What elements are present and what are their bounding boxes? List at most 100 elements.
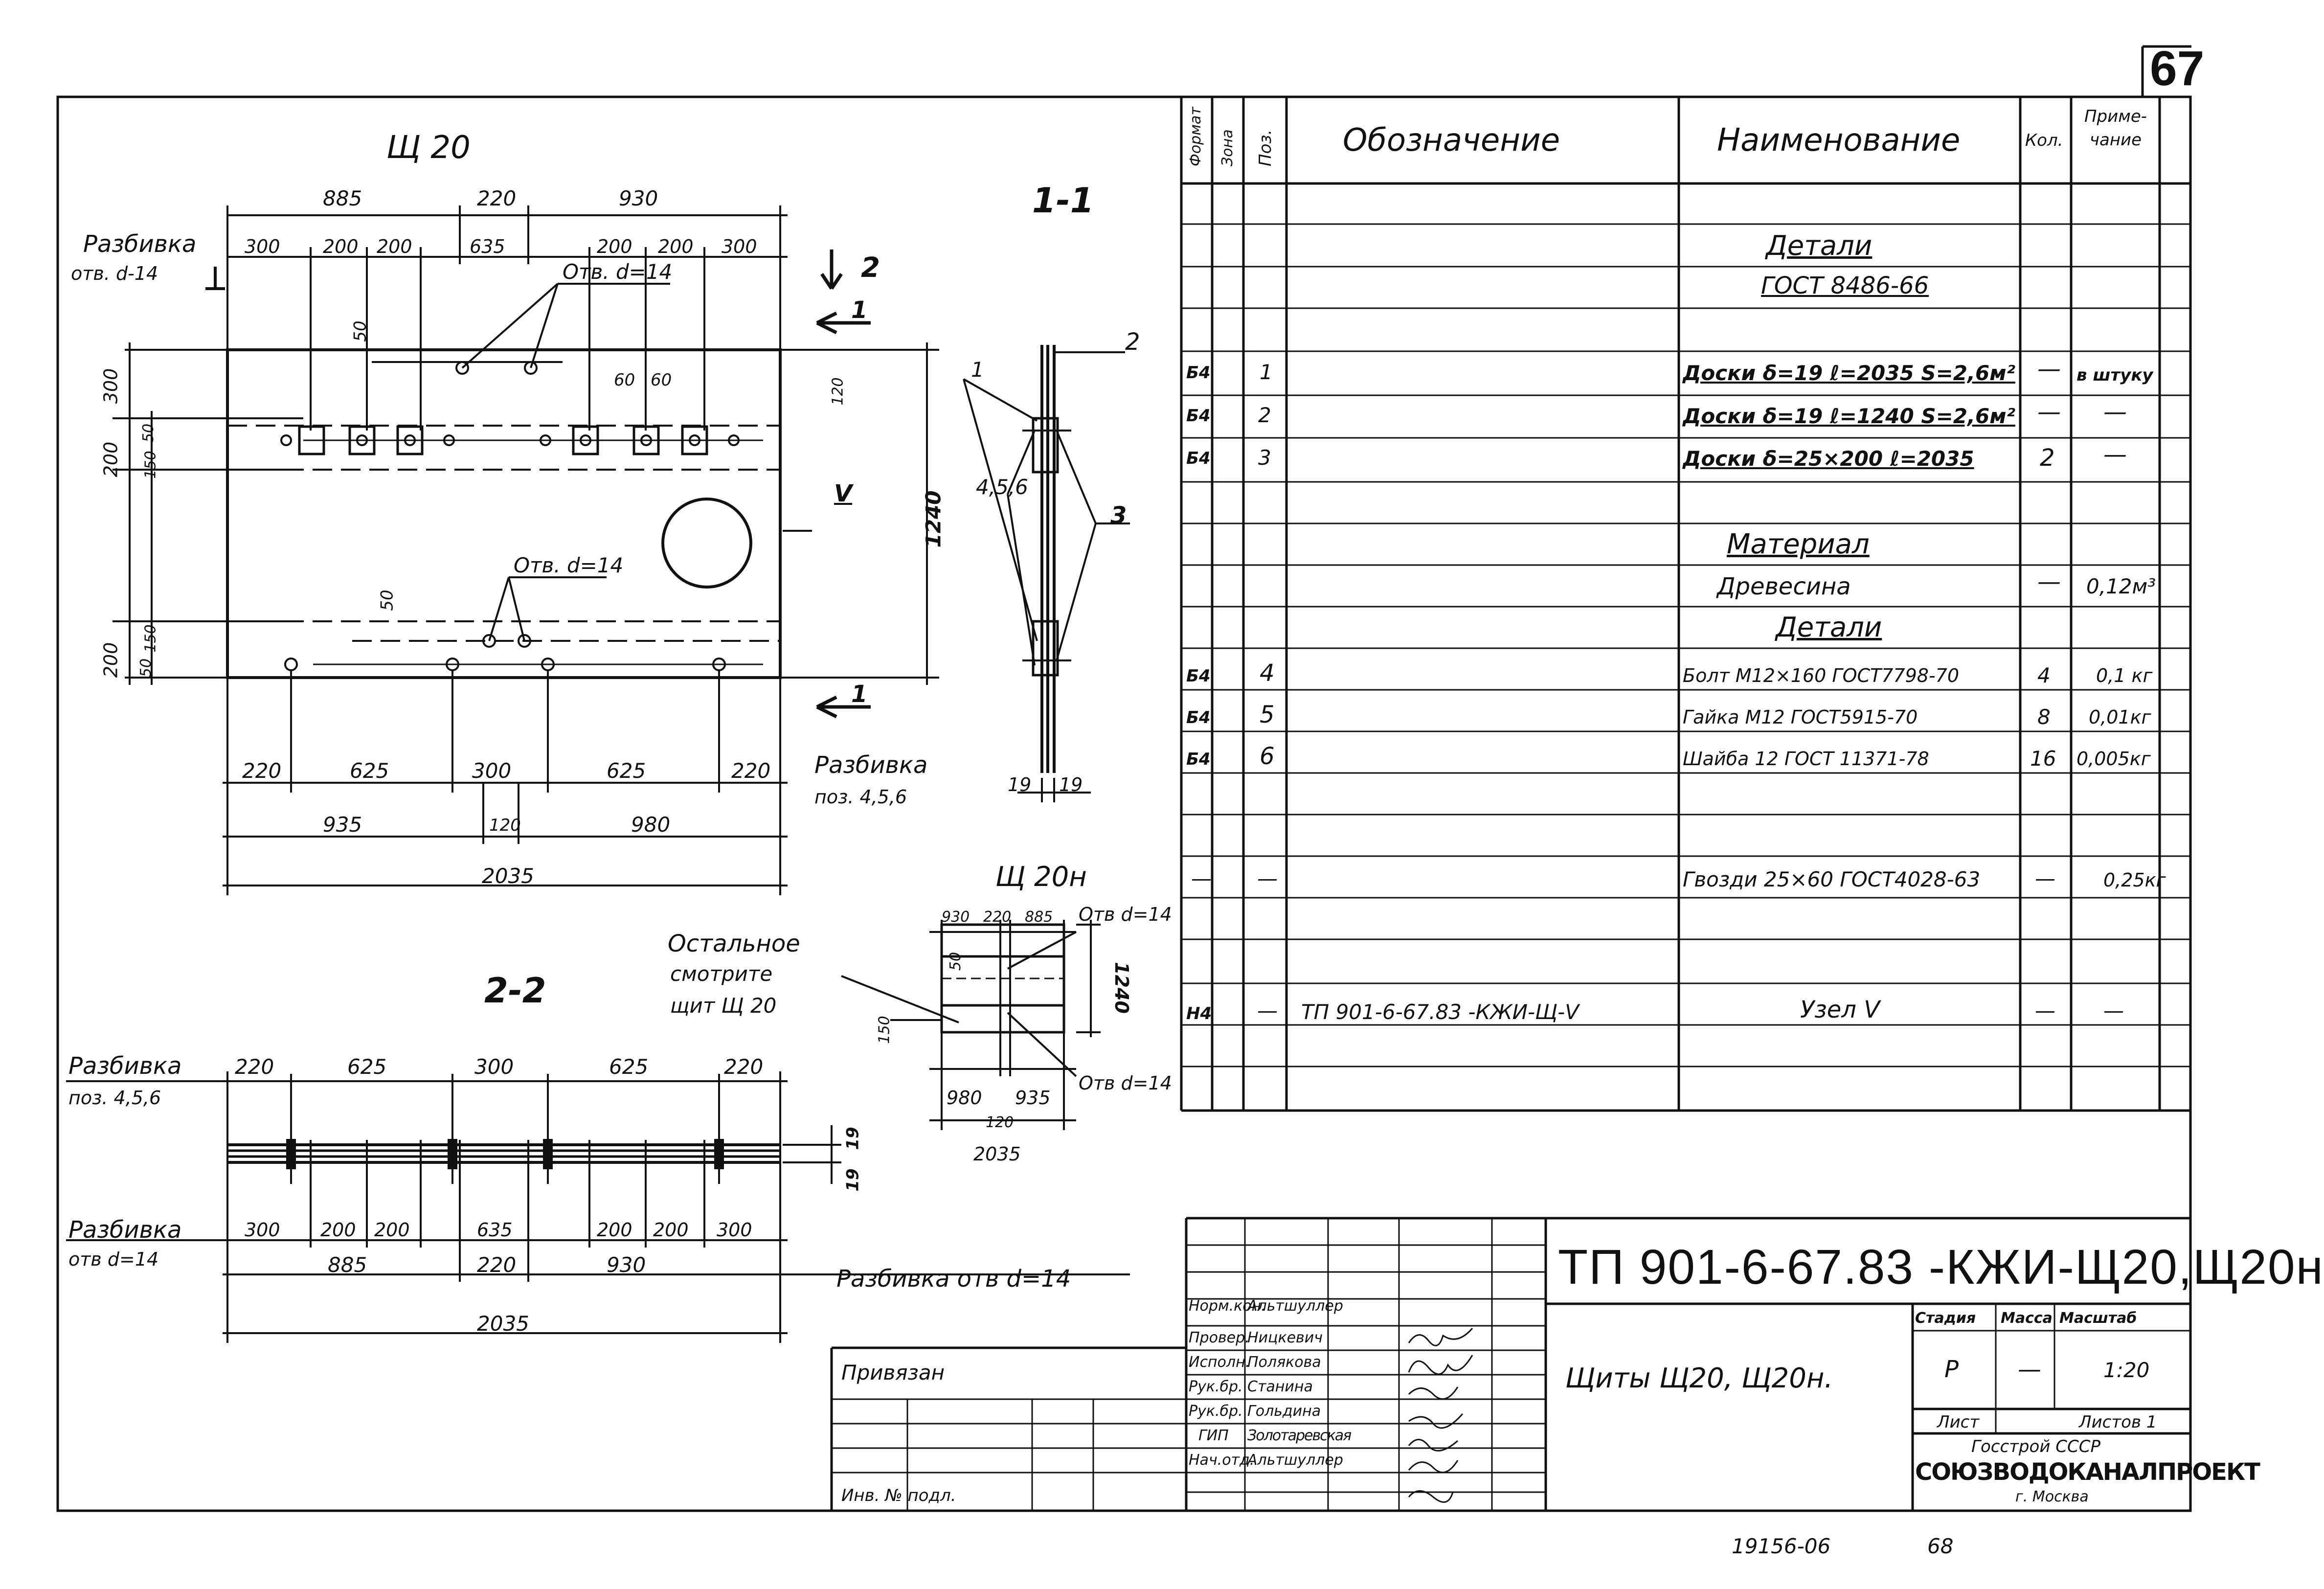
tb-org2: СОЮЗВОДОКАНАЛПРОЕКТ bbox=[1915, 1458, 2260, 1486]
dim-v120: 120 bbox=[829, 377, 847, 406]
sec22-r3-885: 885 bbox=[328, 1253, 367, 1277]
spec-row-qty: — bbox=[2037, 568, 2061, 595]
spec-row-name: Материал bbox=[1727, 528, 1870, 560]
small-otv-b: Отв d=14 bbox=[1079, 1072, 1172, 1094]
spec-header-name: Наименование bbox=[1717, 122, 1961, 159]
spec-row-note: 0,005кг bbox=[2076, 748, 2151, 770]
sec22-r2-200b: 200 bbox=[374, 1219, 410, 1241]
dim-v200b: 200 bbox=[100, 642, 122, 678]
spec-row-qty: 4 bbox=[2037, 663, 2051, 687]
spec-row-designation: ТП 901-6-67.83 -КЖИ-Щ-V bbox=[1301, 1000, 1579, 1024]
spec-row-fmt: Б4 bbox=[1186, 708, 1211, 727]
tb-person: Альтшуллер bbox=[1247, 1452, 1343, 1469]
sec22-razbivka2: Разбивка bbox=[68, 1216, 182, 1244]
spec-row-name: Детали bbox=[1766, 230, 1873, 262]
spec-row-pos: — bbox=[1257, 999, 1278, 1022]
tb-mass: — bbox=[2018, 1356, 2041, 1383]
small-top-220: 220 bbox=[983, 908, 1012, 926]
spec-header-format: Формат bbox=[1187, 107, 1204, 166]
view-title-sch20n: Щ 20н bbox=[995, 861, 1087, 893]
small-v50: 50 bbox=[947, 952, 965, 971]
section-mark-1a: 1 bbox=[851, 296, 868, 324]
spec-row-pos: 2 bbox=[1258, 403, 1271, 427]
sec22-r2-200d: 200 bbox=[653, 1219, 689, 1241]
dim-b220b: 220 bbox=[731, 759, 771, 783]
dim-220: 220 bbox=[477, 186, 517, 210]
section-mark-1b: 1 bbox=[851, 681, 868, 708]
see-text-1: Остальное bbox=[668, 930, 800, 957]
otv-label-a: Отв. d=14 bbox=[563, 260, 673, 284]
spec-header-pos: Поз. bbox=[1256, 129, 1275, 166]
dim-930: 930 bbox=[619, 186, 658, 210]
dim-200d: 200 bbox=[658, 236, 694, 257]
spec-row-fmt: Б4 bbox=[1186, 749, 1211, 769]
spec-row-name: Гвозди 25×60 ГОСТ4028-63 bbox=[1683, 867, 1981, 891]
spec-row-fmt: Б4 bbox=[1186, 363, 1211, 383]
sec22-r2-200a: 200 bbox=[320, 1219, 356, 1241]
tb-stage: Р bbox=[1944, 1356, 1959, 1383]
small-top-930: 930 bbox=[942, 908, 970, 926]
tb-role: Исполн. bbox=[1189, 1354, 1250, 1371]
spec-row-note: в штуку bbox=[2076, 365, 2153, 385]
spec-row-name: Доски δ=25×200 ℓ=2035 bbox=[1683, 447, 1974, 471]
tb-role: Норм.кон. bbox=[1189, 1297, 1266, 1315]
spec-row-name: Детали bbox=[1776, 612, 1882, 643]
spec-row-fmt: — bbox=[1191, 866, 1212, 890]
node-mark-v: V bbox=[834, 480, 853, 507]
sec11-label-456: 4,5,6 bbox=[976, 475, 1028, 499]
dim-300a: 300 bbox=[245, 236, 280, 257]
spec-row-name: Доски δ=19 ℓ=2035 S=2,6м² bbox=[1683, 361, 2015, 385]
tb-person: Золотаревская bbox=[1247, 1427, 1352, 1444]
spec-row-name: Болт М12×160 ГОСТ7798-70 bbox=[1683, 665, 1960, 686]
spec-row-qty: — bbox=[2035, 999, 2055, 1022]
spec-header-note: Приме-чание bbox=[2084, 107, 2147, 150]
dim-885: 885 bbox=[323, 186, 362, 210]
otv-label-top: отв. d-14 bbox=[71, 263, 158, 284]
tb-scale: 1:20 bbox=[2103, 1358, 2150, 1382]
spec-row-name: ГОСТ 8486-66 bbox=[1761, 272, 1929, 299]
signatures bbox=[1408, 1328, 1473, 1503]
spec-row-name: Шайба 12 ГОСТ 11371-78 bbox=[1683, 748, 1929, 770]
sec22-otv: отв d=14 bbox=[68, 1248, 159, 1270]
spec-row-name: Узел V bbox=[1800, 996, 1880, 1023]
tb-person: Ницкевич bbox=[1247, 1329, 1323, 1346]
footer-page-number: 68 bbox=[1927, 1534, 1954, 1558]
spec-row-note: 0,1 кг bbox=[2096, 665, 2153, 686]
dim-b980: 980 bbox=[631, 813, 671, 837]
sec22-r3-220: 220 bbox=[477, 1253, 517, 1277]
title-block-grid bbox=[830, 1217, 2190, 1511]
dim-b625b: 625 bbox=[607, 759, 646, 783]
dim-v50d: 50 bbox=[137, 658, 155, 678]
sec22-r2-200c: 200 bbox=[597, 1219, 632, 1241]
drawing-linework bbox=[56, 45, 2192, 1512]
dim-v150a: 150 bbox=[142, 451, 159, 479]
sec22-r2-300b: 300 bbox=[717, 1219, 752, 1241]
tb-role: Нач.отд. bbox=[1189, 1452, 1255, 1469]
spec-row-fmt: Б4 bbox=[1186, 666, 1211, 686]
opening-circle bbox=[661, 498, 752, 589]
spec-row-qty: — bbox=[2037, 355, 2061, 383]
spec-row-pos: 6 bbox=[1260, 743, 1275, 770]
tb-sheet: Лист bbox=[1937, 1412, 1980, 1432]
dim-b220a: 220 bbox=[242, 759, 282, 783]
dim-v150b: 150 bbox=[142, 624, 159, 653]
sec22-r1-220a: 220 bbox=[235, 1055, 274, 1079]
spec-row-fmt: Б4 bbox=[1186, 449, 1211, 468]
otv-label-b: Отв. d=14 bbox=[514, 553, 624, 577]
sec22-19a: 19 bbox=[843, 1127, 863, 1150]
spec-row-pos: 3 bbox=[1258, 446, 1271, 470]
dim-v300: 300 bbox=[100, 368, 122, 404]
spec-row-pos: — bbox=[1257, 866, 1278, 890]
spec-row-fmt: Н4 bbox=[1186, 1004, 1212, 1023]
tb-scale-header: Масштаб bbox=[2059, 1310, 2137, 1327]
sec22-2035: 2035 bbox=[477, 1312, 529, 1336]
spec-row-pos: 1 bbox=[1260, 360, 1273, 384]
tb-mass-header: Масса bbox=[2001, 1310, 2053, 1327]
spec-row-qty: 16 bbox=[2030, 747, 2056, 771]
spec-header-designation: Обозначение bbox=[1343, 122, 1560, 159]
document-code: ТП 901-6-67.83 -КЖИ-Щ20,Щ20н bbox=[1558, 1240, 2324, 1294]
tb-role: Рук.бр. bbox=[1189, 1378, 1243, 1395]
dim-200c: 200 bbox=[597, 236, 632, 257]
small-v1240: 1240 bbox=[1110, 962, 1132, 1014]
sec11-label-3: 3 bbox=[1110, 502, 1127, 529]
